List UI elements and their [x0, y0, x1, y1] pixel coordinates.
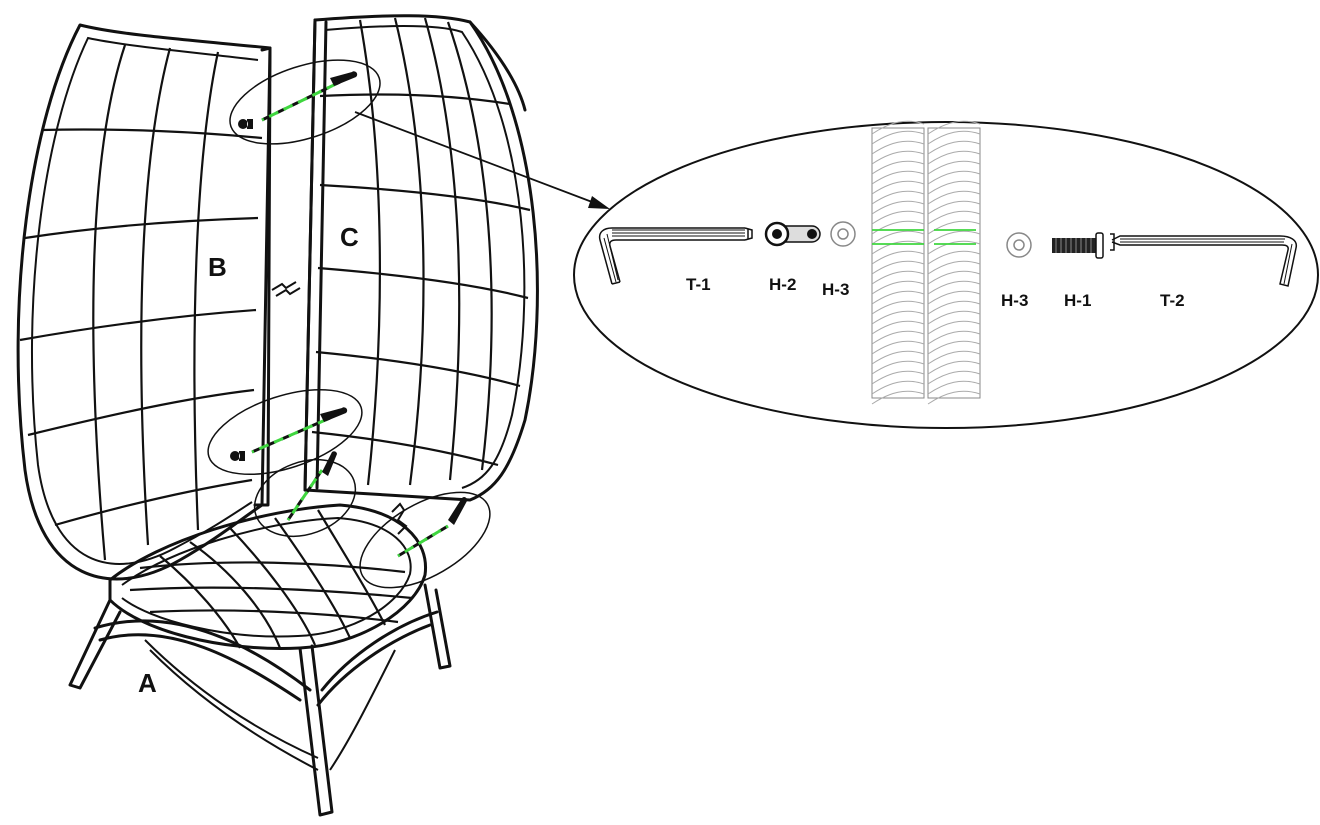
coil-line: [927, 350, 981, 365]
back-panel-b: [16, 23, 272, 581]
coil-line: [871, 290, 925, 305]
coil-line: [871, 390, 925, 405]
coil-line: [927, 320, 981, 335]
coil-line: [927, 260, 981, 275]
coil-line: [871, 330, 925, 345]
coil-line: [927, 360, 981, 375]
label-h3-left: H-3: [822, 280, 849, 299]
coil-line: [871, 300, 925, 315]
coil-line: [871, 130, 925, 145]
coil-line: [871, 350, 925, 365]
coil-line: [871, 240, 925, 255]
coil-line: [871, 200, 925, 215]
coil-line: [927, 270, 981, 285]
coil-line: [927, 390, 981, 405]
label-part-a: A: [138, 668, 157, 698]
coil-line: [927, 290, 981, 305]
label-t1: T-1: [686, 275, 711, 294]
bolt-h1-icon: [1052, 232, 1104, 259]
coil-line: [871, 220, 925, 235]
coil-line: [871, 140, 925, 155]
callout-mid: [207, 389, 363, 475]
coil-line: [927, 330, 981, 345]
frame-tubes: [871, 120, 981, 405]
coil-line: [927, 240, 981, 255]
coil-line: [927, 280, 981, 295]
coil-line: [871, 180, 925, 195]
coil-line: [871, 160, 925, 175]
coil-line: [927, 210, 981, 225]
coil-line: [927, 180, 981, 195]
coil-line: [927, 160, 981, 175]
coil-line: [871, 280, 925, 295]
coil-line: [927, 200, 981, 215]
coil-line: [927, 170, 981, 185]
barrel-nut-h2-icon: [764, 221, 821, 247]
coil-line: [871, 260, 925, 275]
coil-line: [871, 380, 925, 395]
coil-line: [927, 130, 981, 145]
label-h3-right: H-3: [1001, 291, 1028, 310]
coil-line: [871, 120, 925, 135]
coil-line: [871, 310, 925, 325]
coil-line: [871, 270, 925, 285]
allen-key-t2-icon: [1110, 233, 1298, 287]
coil-line: [927, 230, 981, 245]
coil-line: [927, 150, 981, 165]
coil-line: [927, 140, 981, 155]
label-t2: T-2: [1160, 291, 1185, 310]
coil-line: [871, 250, 925, 265]
callout-seat-left: [253, 451, 357, 537]
coil-line: [871, 170, 925, 185]
coil-line: [927, 120, 981, 135]
coil-line: [871, 340, 925, 355]
coil-line: [927, 310, 981, 325]
detail-arrow: [354, 111, 610, 209]
seat-a: [68, 503, 452, 817]
washer-left-icon: [830, 221, 856, 247]
coil-line: [927, 340, 981, 355]
coil-line: [871, 190, 925, 205]
bracket-icon: [271, 281, 301, 297]
label-h2: H-2: [769, 275, 796, 294]
coil-line: [927, 190, 981, 205]
coil-line: [927, 370, 981, 385]
back-panel-c: [303, 14, 539, 502]
coil-line: [927, 220, 981, 235]
washer-right-icon: [1006, 232, 1032, 258]
detail-view: T-1 H-2 H-3 H-3 H-1 T-2: [573, 120, 1319, 429]
coil-line: [871, 320, 925, 335]
coil-line: [927, 380, 981, 395]
allen-key-t1-icon: [598, 227, 753, 285]
coil-line: [871, 370, 925, 385]
coil-line: [927, 250, 981, 265]
callout-seat-right: [359, 491, 491, 589]
coil-line: [871, 230, 925, 245]
coil-line: [871, 150, 925, 165]
label-part-c: C: [340, 222, 359, 252]
label-part-b: B: [208, 252, 227, 282]
callout-top: [229, 59, 381, 145]
coil-line: [927, 300, 981, 315]
coil-line: [871, 210, 925, 225]
coil-line: [871, 360, 925, 375]
label-h1: H-1: [1064, 291, 1091, 310]
